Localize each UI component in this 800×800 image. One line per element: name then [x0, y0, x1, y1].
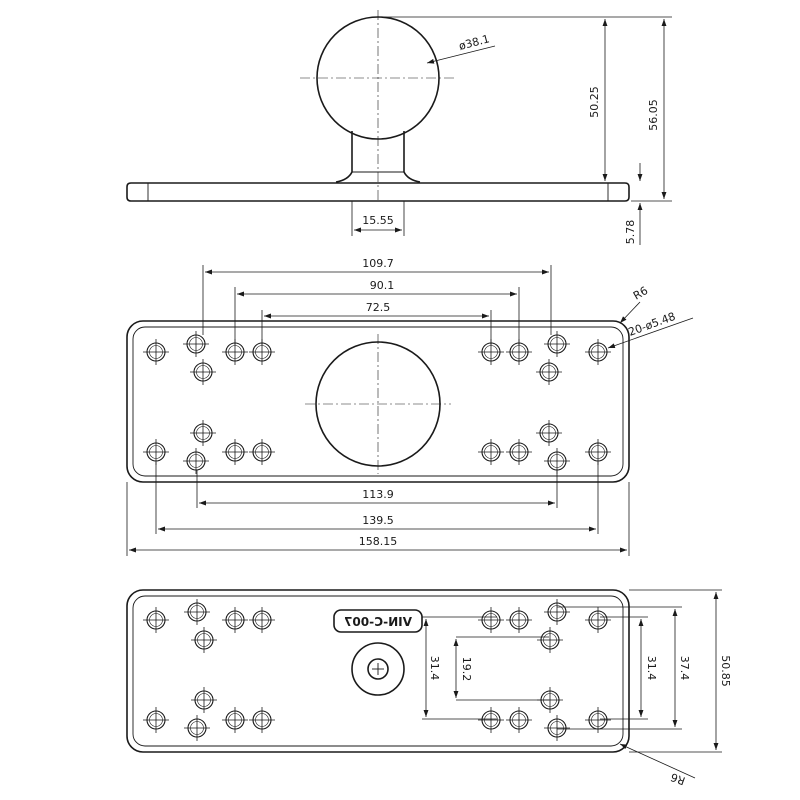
bottom-view: VIN-C-007 31.4 19.2 31.4 37.4 50.85 R6: [126, 589, 732, 787]
mounting-hole: [544, 715, 570, 741]
overall-height-label: 56.05: [647, 99, 660, 131]
plate-side-outline: [126, 182, 630, 202]
mounting-hole: [143, 439, 169, 465]
dim-109-label: 109.7: [362, 257, 394, 270]
mounting-hole: [190, 359, 216, 385]
mounting-hole: [478, 707, 504, 733]
hole-spec-label: 20-ø5.48: [627, 310, 678, 339]
neck-outline: [335, 131, 421, 183]
side-view: ø38.1 50.25 56.05 5.78 15.55: [126, 10, 672, 245]
mounting-hole: [183, 331, 209, 357]
mounting-hole: [536, 420, 562, 446]
mounting-hole: [143, 339, 169, 365]
mounting-hole: [222, 607, 248, 633]
radius-top-label: R6: [631, 284, 650, 303]
top-mounting-holes: [143, 331, 611, 474]
plate-bottom-outline: [126, 589, 630, 753]
mounting-hole: [506, 439, 532, 465]
dim-72-label: 72.5: [366, 301, 391, 314]
neck-width-label: 15.55: [362, 214, 394, 227]
mounting-hole: [249, 439, 275, 465]
mounting-hole: [191, 687, 217, 713]
mounting-hole: [222, 339, 248, 365]
plate-top-outline: [126, 320, 630, 483]
mounting-hole: [506, 607, 532, 633]
mounting-hole: [478, 439, 504, 465]
mounting-hole: [191, 627, 217, 653]
mounting-hole: [544, 599, 570, 625]
mounting-hole: [222, 439, 248, 465]
mounting-hole: [544, 331, 570, 357]
mounting-hole: [190, 420, 216, 446]
mounting-hole: [249, 707, 275, 733]
dim-139-label: 139.5: [362, 514, 394, 527]
mounting-hole: [537, 627, 563, 653]
mounting-hole: [506, 707, 532, 733]
dim-31a-label: 31.4: [428, 656, 441, 681]
ball-diameter-label: ø38.1: [457, 32, 491, 53]
mounting-hole: [585, 607, 611, 633]
mounting-hole: [585, 439, 611, 465]
mounting-hole: [249, 607, 275, 633]
mounting-hole: [184, 715, 210, 741]
mounting-hole: [143, 707, 169, 733]
dim-31b-label: 31.4: [645, 656, 658, 681]
mounting-hole: [143, 607, 169, 633]
part-code-label: VIN-C-007: [344, 615, 412, 629]
mounting-hole: [544, 448, 570, 474]
mounting-hole: [585, 339, 611, 365]
dim-113-label: 113.9: [362, 488, 394, 501]
radius-bottom-label: R6: [669, 770, 687, 787]
part-code-box: [333, 609, 423, 633]
mounting-hole: [183, 448, 209, 474]
overall-length-label: 158.15: [359, 535, 398, 548]
center-boss: [351, 642, 405, 696]
plate-thickness-label: 5.78: [624, 220, 637, 245]
mounting-hole: [222, 707, 248, 733]
mounting-hole: [536, 359, 562, 385]
mounting-hole: [585, 707, 611, 733]
mounting-hole: [478, 607, 504, 633]
dim-90-label: 90.1: [370, 279, 395, 292]
top-view: 109.7 90.1 72.5 R6 20-ø5.48 113.9 139.5 …: [126, 257, 694, 556]
overall-width-label: 50.85: [719, 655, 732, 687]
bottom-mounting-holes: [143, 599, 611, 741]
height-to-ball-label: 50.25: [588, 86, 601, 118]
mounting-hole: [478, 339, 504, 365]
dim-37-label: 37.4: [678, 656, 691, 681]
dim-19-label: 19.2: [460, 657, 473, 682]
mounting-hole: [184, 599, 210, 625]
